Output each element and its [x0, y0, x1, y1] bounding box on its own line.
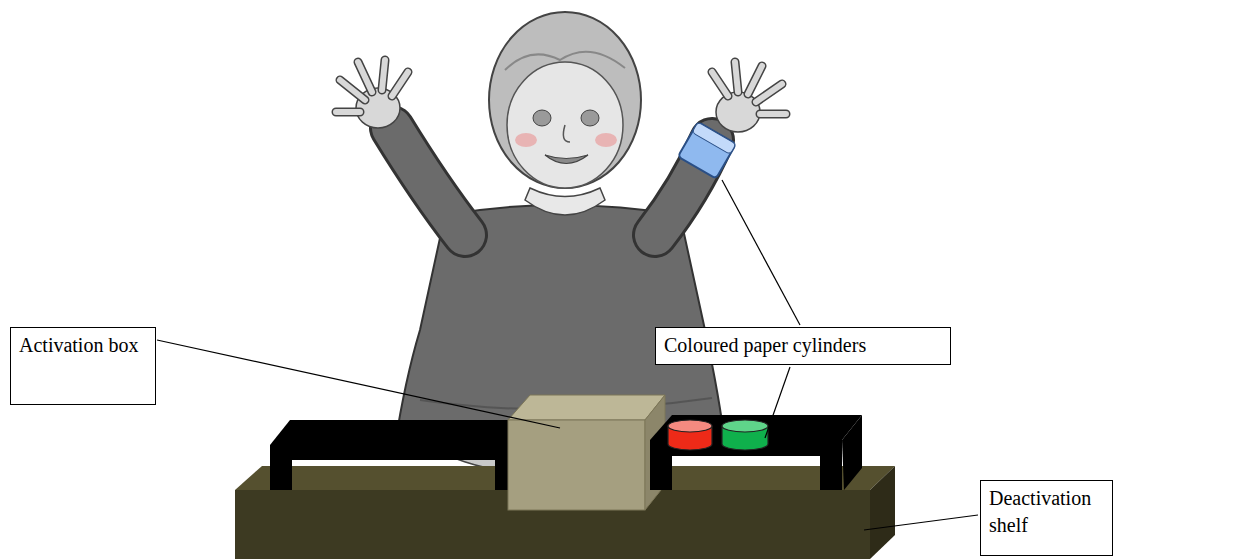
- left-shelf: [270, 420, 535, 490]
- callout-label: Coloured paper cylinders: [664, 332, 942, 359]
- blue-cylinder: [678, 122, 736, 179]
- callout-box: Deactivation shelf: [980, 480, 1113, 556]
- red-cylinder: [668, 420, 712, 450]
- leader-lines: [157, 180, 978, 530]
- callout-label: Activation box: [19, 332, 147, 359]
- callout-label: Deactivation shelf: [989, 485, 1104, 539]
- green-cylinder: [722, 420, 768, 450]
- child-figure: [336, 12, 786, 475]
- deactivation-shelf: [650, 415, 862, 490]
- callout-box: Coloured paper cylinders: [655, 327, 951, 365]
- activation-box: [508, 395, 665, 510]
- callout-box: Activation box: [10, 327, 156, 405]
